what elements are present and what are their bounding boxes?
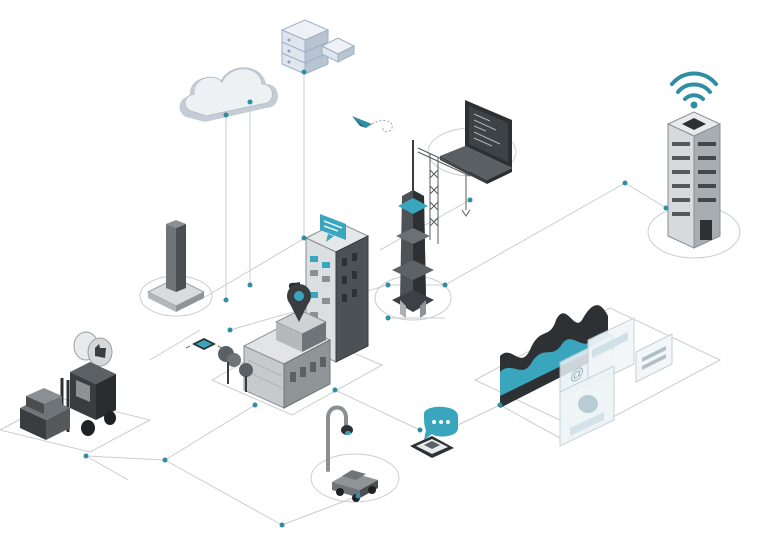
wifi-dot (690, 101, 698, 109)
street-lamp-icon (326, 405, 353, 472)
monument-icon (146, 220, 206, 312)
office-tower-icon (666, 111, 722, 249)
svg-text:@: @ (570, 364, 584, 386)
server-stack-icon (280, 19, 356, 75)
paper-plane-icon (352, 116, 393, 133)
microchip-icon (185, 338, 223, 350)
trees-icon (218, 346, 253, 392)
chat-bubble-icon (320, 214, 346, 242)
smartphone-icon (410, 436, 454, 458)
cloud-icon (179, 67, 278, 122)
ground-plates (0, 127, 741, 503)
car-icon (332, 470, 378, 502)
laptop-icon (440, 100, 512, 184)
network-nodes (83, 69, 669, 528)
thumbs-up-icon (73, 331, 113, 367)
crane-icon (417, 147, 471, 244)
message-bubble-icon (424, 406, 458, 440)
forklift-icon (20, 362, 116, 440)
main-office-building-icon (242, 309, 332, 409)
radio-tower-icon (392, 140, 434, 318)
web-panel-icon (587, 317, 673, 387)
location-pin-icon (287, 282, 311, 322)
profile-card-icon (559, 365, 615, 447)
wifi-icon (670, 71, 718, 101)
